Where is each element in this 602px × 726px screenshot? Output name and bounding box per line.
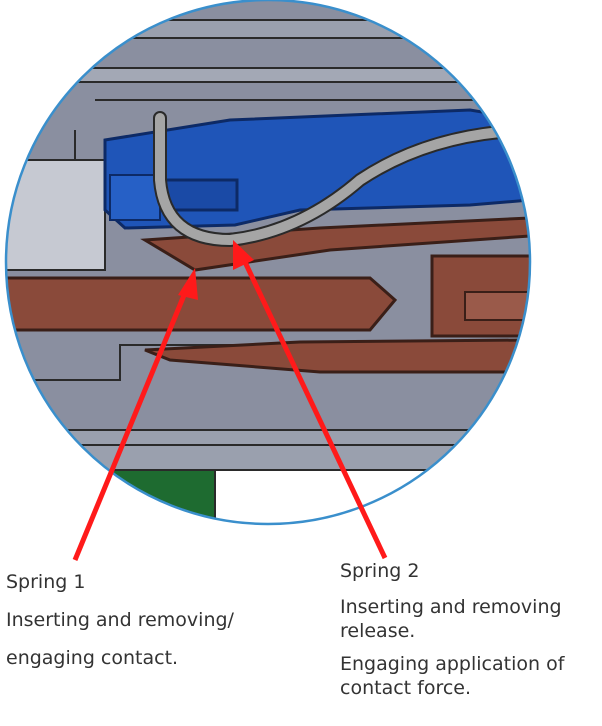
spring-2-title: Spring 2: [340, 560, 420, 582]
spring-2-callout: Spring 2 Inserting and removing release.…: [340, 560, 600, 701]
spring-1-description: Inserting and removing/ engaging contact…: [6, 608, 234, 669]
copper-pin: [6, 276, 398, 332]
arrow-spring-2: [233, 240, 388, 560]
copper-contact-lower: [144, 338, 530, 374]
magnified-view: [6, 0, 530, 524]
spring-1-title: Spring 1: [6, 571, 86, 593]
magnifier-circle: [4, 0, 532, 526]
spring-2-description-force: Engaging application of contact force.: [340, 653, 565, 699]
spring-1-callout: Spring 1 Inserting and removing/ engagin…: [6, 571, 306, 677]
arrow-spring-1: [72, 268, 198, 561]
spring-2-description-release: Inserting and removing release.: [340, 595, 562, 642]
